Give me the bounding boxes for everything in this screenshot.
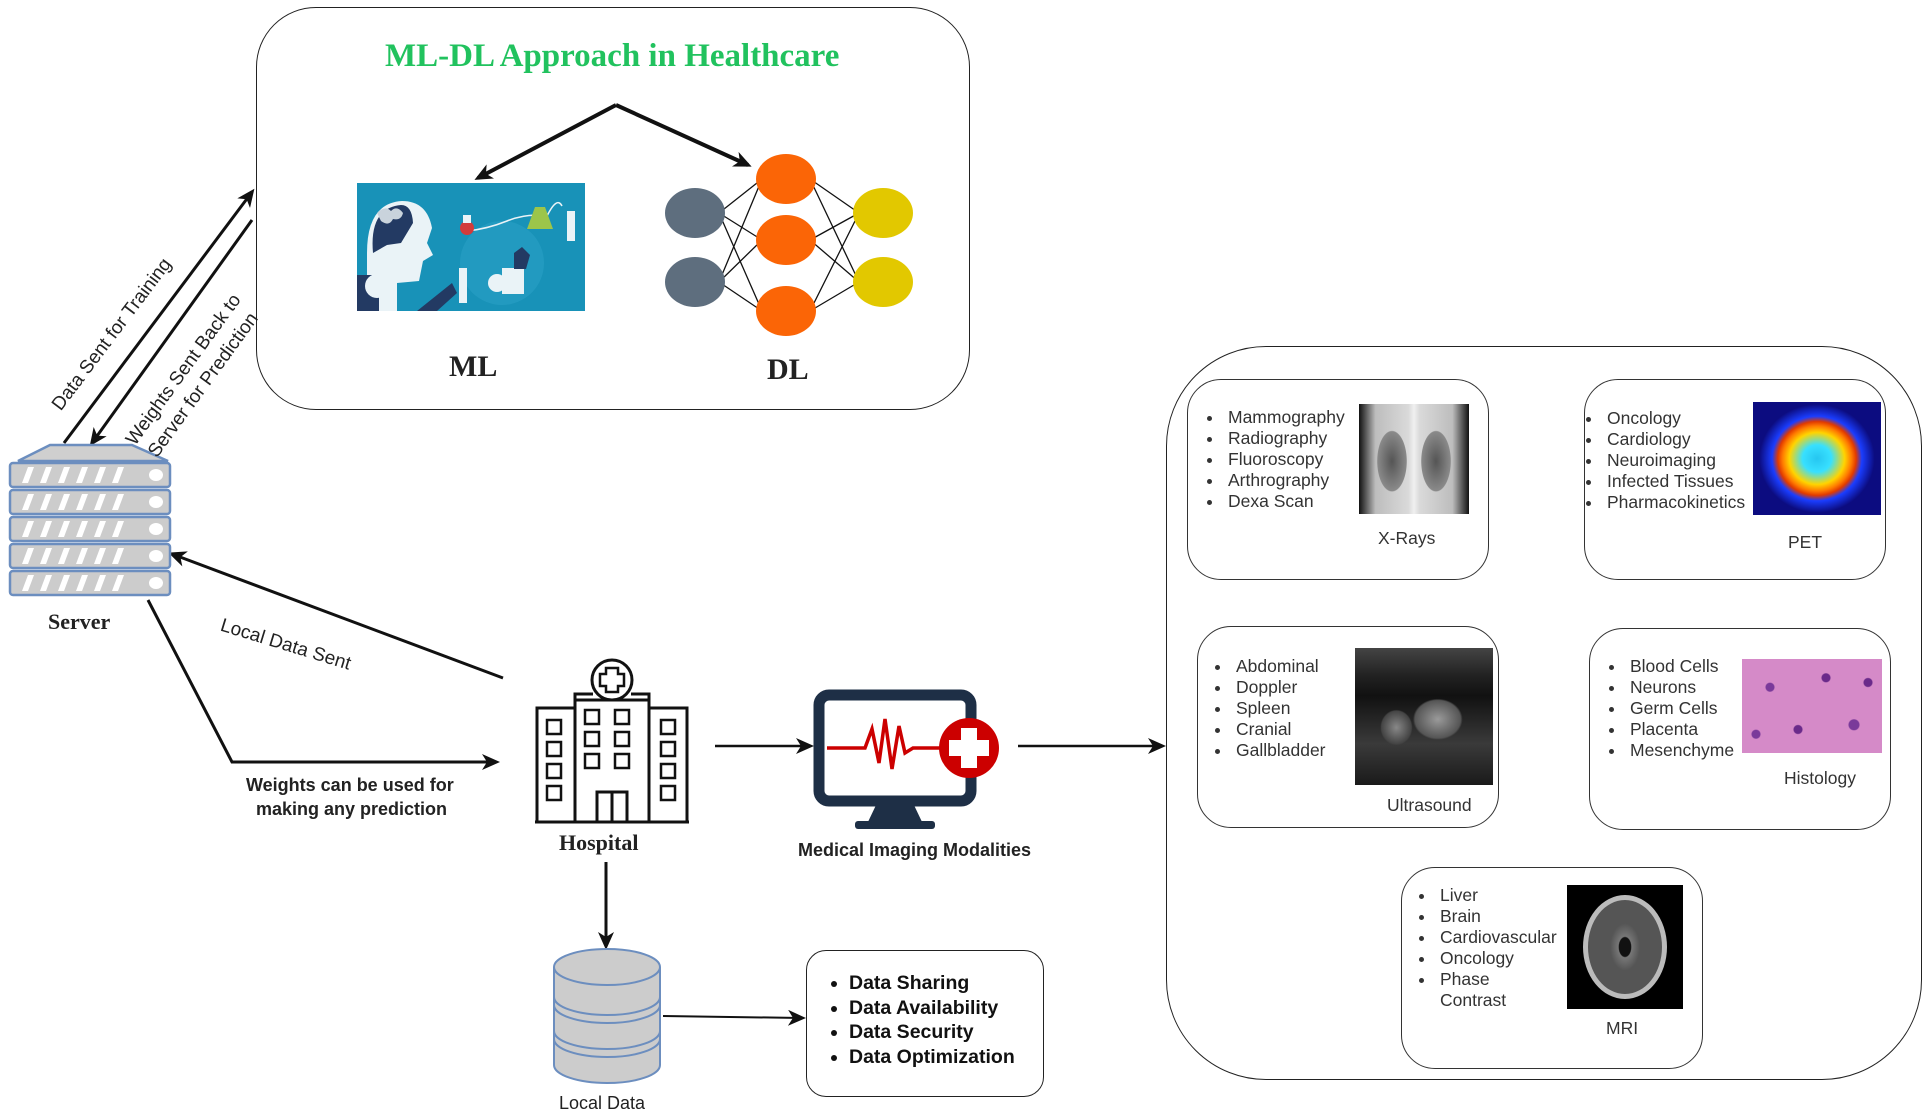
server-rack <box>8 569 172 597</box>
modality-item: Gallbladder <box>1232 740 1326 761</box>
arrow-local-data-sent <box>168 551 504 680</box>
modality-card-histology: Blood Cells Neurons Germ Cells Placenta … <box>1589 628 1891 830</box>
modality-item: Neurons <box>1626 677 1734 698</box>
label-weights-used-2: making any prediction <box>256 799 448 819</box>
modality-item: Spleen <box>1232 698 1326 719</box>
nn-output-node <box>853 188 913 238</box>
xray-image <box>1359 404 1469 514</box>
benefit-item: Data Security <box>849 1020 1015 1045</box>
pet-list: Oncology Cardiology Neuroimaging Infecte… <box>1577 408 1745 513</box>
server-rack <box>8 488 172 516</box>
ultrasound-image <box>1355 648 1493 785</box>
nn-connection <box>718 281 763 312</box>
histology-list: Blood Cells Neurons Germ Cells Placenta … <box>1600 656 1734 761</box>
histology-image <box>1742 659 1882 753</box>
medical-monitor-icon <box>813 689 999 829</box>
benefits-list: Data Sharing Data Availability Data Secu… <box>817 971 1015 1069</box>
modality-item: Germ Cells <box>1626 698 1734 719</box>
modality-item: Blood Cells <box>1626 656 1734 677</box>
modality-item: Liver <box>1436 885 1560 906</box>
arrow-data-sent-training <box>62 188 255 444</box>
modality-item: Pharmacokinetics <box>1603 492 1745 513</box>
modality-card-ultrasound: Abdominal Doppler Spleen Cranial Gallbla… <box>1197 626 1499 828</box>
modality-item: Infected Tissues <box>1603 471 1745 492</box>
modality-item: Neuroimaging <box>1603 450 1745 471</box>
histology-caption: Histology <box>1784 768 1856 788</box>
benefit-item: Data Optimization <box>849 1045 1015 1070</box>
modality-item: Abdominal <box>1232 656 1326 677</box>
pet-image <box>1753 402 1881 515</box>
arrow-weights-used <box>146 599 500 770</box>
modality-item: Phase Contrast <box>1436 969 1560 1011</box>
ml-illustration <box>357 183 585 311</box>
modality-item: Oncology <box>1603 408 1745 429</box>
mri-list: Liver Brain Cardiovascular Oncology Phas… <box>1410 885 1560 1011</box>
split-arrows <box>474 103 752 180</box>
benefit-item: Data Availability <box>849 996 1015 1021</box>
neural-network-icon <box>665 154 913 336</box>
modality-item: Radiography <box>1224 428 1345 449</box>
hospital-icon <box>535 658 689 824</box>
nn-connection <box>718 178 763 214</box>
nn-connection <box>809 212 860 312</box>
modality-item: Mammography <box>1224 407 1345 428</box>
dl-label: DL <box>767 353 809 386</box>
benefit-item: Data Sharing <box>849 971 1015 996</box>
label-weights-used-1: Weights can be used for <box>246 775 454 795</box>
nn-connection <box>718 212 763 312</box>
database-icon <box>553 948 661 1084</box>
arrow-to-ml <box>474 103 617 180</box>
nn-connection <box>718 212 763 241</box>
xrays-list: Mammography Radiography Fluoroscopy Arth… <box>1198 407 1345 512</box>
modality-item: Cardiovascular <box>1436 927 1560 948</box>
modality-item: Placenta <box>1626 719 1734 740</box>
ml-label: ML <box>449 350 498 383</box>
ultrasound-caption: Ultrasound <box>1387 795 1472 815</box>
benefits-box: Data Sharing Data Availability Data Secu… <box>806 950 1044 1097</box>
modality-item: Fluoroscopy <box>1224 449 1345 470</box>
imaging-label: Medical Imaging Modalities <box>798 840 1032 860</box>
nn-hidden-node <box>756 154 816 204</box>
nn-connection <box>718 239 763 283</box>
modality-item: Cranial <box>1232 719 1326 740</box>
nn-hidden-node <box>756 215 816 265</box>
modality-item: Cardiology <box>1603 429 1745 450</box>
nn-input-node <box>665 257 725 307</box>
pet-caption: PET <box>1788 532 1823 552</box>
modality-card-xrays: Mammography Radiography Fluoroscopy Arth… <box>1187 379 1489 580</box>
nn-output-node <box>853 257 913 307</box>
modality-item: Dexa Scan <box>1224 491 1345 512</box>
nn-connection <box>718 178 763 283</box>
server-rack <box>8 542 172 570</box>
hospital-label: Hospital <box>559 830 639 855</box>
nn-input-node <box>665 188 725 238</box>
server-label: Server <box>48 609 111 634</box>
nn-connection <box>809 281 860 312</box>
arrow-weights-back <box>89 219 254 447</box>
modality-card-pet: Oncology Cardiology Neuroimaging Infecte… <box>1584 379 1886 580</box>
nn-connection <box>809 178 860 214</box>
server-rack <box>8 515 172 543</box>
modality-item: Mesenchyme <box>1626 740 1734 761</box>
arrow-to-dl <box>615 103 752 167</box>
local-data-label: Local Data <box>559 1093 646 1113</box>
panel-title: ML-DL Approach in Healthcare <box>385 38 840 74</box>
modality-item: Arthrography <box>1224 470 1345 491</box>
modality-item: Brain <box>1436 906 1560 927</box>
server-rack <box>8 461 172 489</box>
arrow-local-data-to-benefits <box>662 1009 806 1026</box>
modality-item: Doppler <box>1232 677 1326 698</box>
nn-hidden-node <box>756 286 816 336</box>
xrays-caption: X-Rays <box>1378 528 1436 548</box>
mri-image <box>1567 885 1683 1009</box>
mri-caption: MRI <box>1606 1018 1639 1038</box>
modality-item: Oncology <box>1436 948 1560 969</box>
modality-card-mri: Liver Brain Cardiovascular Oncology Phas… <box>1401 867 1703 1069</box>
nn-connection <box>809 212 860 241</box>
server-icon <box>8 443 172 597</box>
ultrasound-list: Abdominal Doppler Spleen Cranial Gallbla… <box>1206 656 1326 761</box>
nn-connection <box>809 178 860 283</box>
